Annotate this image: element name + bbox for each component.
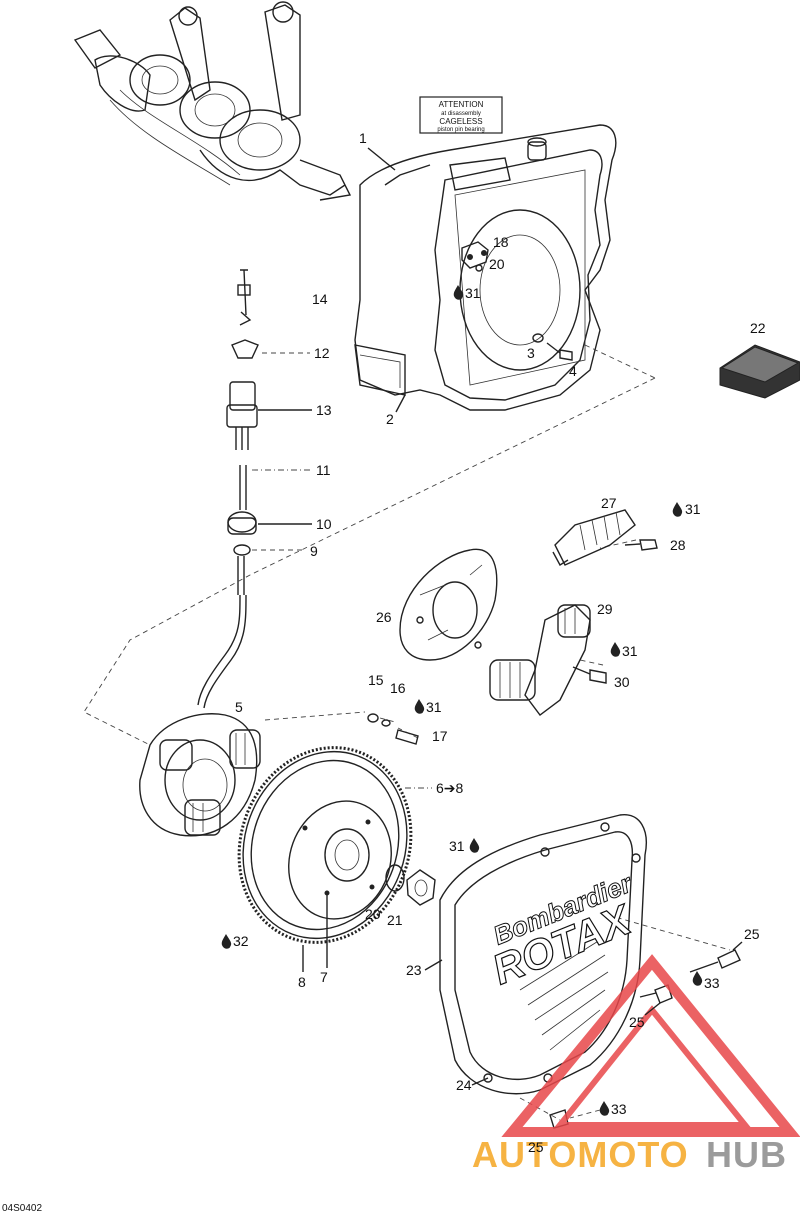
sensor-assembly xyxy=(197,269,259,709)
drop-icon xyxy=(610,642,621,657)
callout-12: 12 xyxy=(314,345,330,361)
drawing-code: 04S0402 xyxy=(2,1203,43,1214)
drop-icon xyxy=(692,971,703,986)
drop-icon xyxy=(414,699,425,714)
attention-line3: CAGELESS xyxy=(439,117,482,126)
watermark-text-part1: AUTOMOTO xyxy=(472,1134,689,1175)
watermark-triangle-outer xyxy=(501,954,800,1137)
callout-20-lower: 20 xyxy=(365,906,381,922)
drop-icon xyxy=(221,934,232,949)
part-29-starter xyxy=(489,604,607,716)
callout-16: 16 xyxy=(390,680,406,696)
callout-25-right: 25 xyxy=(744,926,760,942)
part-22-block xyxy=(719,344,800,399)
callout-29: 29 xyxy=(597,601,613,617)
part-27-28 xyxy=(552,509,658,566)
callout-1: 1 xyxy=(359,130,367,146)
attention-line1: ATTENTION xyxy=(439,100,484,109)
callout-17: 17 xyxy=(432,728,448,744)
callout-23: 23 xyxy=(406,962,422,978)
sensor-leaders xyxy=(252,352,312,551)
callout-14: 14 xyxy=(312,291,328,307)
watermark-text-part2: HUB xyxy=(706,1134,787,1175)
attention-label: ATTENTION at disassembly CAGELESS piston… xyxy=(419,96,503,134)
callout-8: 8 xyxy=(298,974,306,990)
attention-line4: piston pin bearing xyxy=(437,127,484,133)
crankcase-housing xyxy=(354,124,617,411)
callout-6-8: 6➔8 xyxy=(436,780,464,796)
callout-9: 9 xyxy=(310,543,318,559)
callout-28: 28 xyxy=(670,537,686,553)
attention-line2: at disassembly xyxy=(441,111,481,117)
callout-25-bottom: 25 xyxy=(528,1139,544,1155)
callout-27: 27 xyxy=(601,495,617,511)
drop-icon xyxy=(672,502,683,517)
callout-10: 10 xyxy=(316,516,332,532)
callout-2: 2 xyxy=(386,411,394,427)
adhesive-32: 32 xyxy=(233,933,249,949)
watermark-logo: AUTOMOTO HUB xyxy=(472,954,800,1175)
adhesive-31-right-top: 31 xyxy=(685,501,701,517)
callout-labels: 1 2 3 4 5 6➔8 7 8 9 10 11 12 13 14 15 16… xyxy=(235,130,766,1155)
callout-18: 18 xyxy=(493,234,509,250)
callout-5: 5 xyxy=(235,699,243,715)
crankshaft-drawing xyxy=(73,1,352,201)
drop-icon xyxy=(599,1101,610,1116)
callout-4: 4 xyxy=(569,363,577,379)
part-26-plate xyxy=(399,548,498,661)
watermark-triangle-inner xyxy=(553,1005,752,1128)
callout-11: 11 xyxy=(316,462,331,478)
adhesive-31-upper: 31 xyxy=(465,285,481,301)
drop-icon xyxy=(453,285,464,300)
callout-30: 30 xyxy=(614,674,630,690)
adhesive-31-cover: 31 xyxy=(449,838,465,854)
parts-15-16-17 xyxy=(367,713,419,745)
callout-25-middle: 25 xyxy=(629,1014,645,1030)
drop-icon xyxy=(469,838,480,853)
callout-21: 21 xyxy=(387,912,403,928)
adhesive-31-center: 31 xyxy=(426,699,442,715)
callout-15: 15 xyxy=(368,672,384,688)
callout-3: 3 xyxy=(527,345,535,361)
callout-13: 13 xyxy=(316,402,332,418)
adhesive-31-right-mid: 31 xyxy=(622,643,638,659)
adhesive-33-lower: 33 xyxy=(611,1101,627,1117)
adhesive-33-upper: 33 xyxy=(704,975,720,991)
ring-gear xyxy=(237,746,436,944)
adhesive-marks: 31 31 31 31 31 32 33 33 xyxy=(221,285,720,1117)
callout-22: 22 xyxy=(750,320,766,336)
part-5-stator xyxy=(139,713,261,837)
part-23-cover: Bombardier ROTAX xyxy=(439,814,741,1129)
callout-26: 26 xyxy=(376,609,392,625)
callout-24: 24 xyxy=(456,1077,472,1093)
callout-20-upper: 20 xyxy=(489,256,505,272)
callout-7: 7 xyxy=(320,969,328,985)
